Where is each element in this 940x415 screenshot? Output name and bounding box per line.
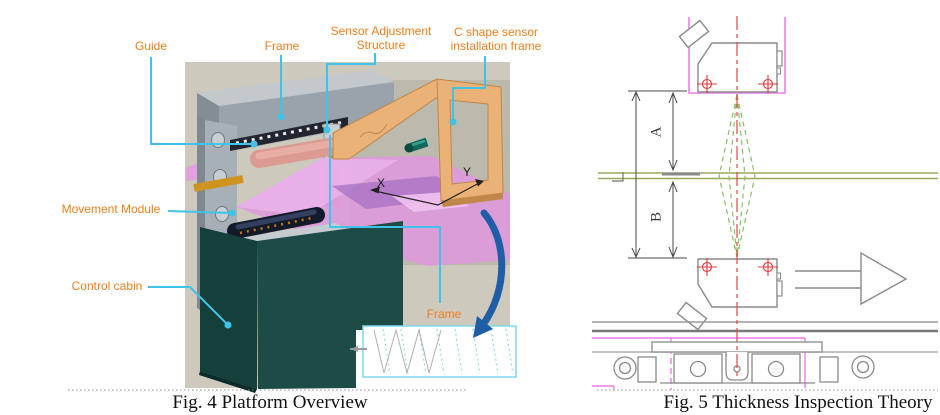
x-axis-label: X [376, 176, 386, 190]
label-frame-top: Frame [264, 38, 300, 53]
label-frame-bottom: Frame [426, 306, 462, 321]
figure4-caption: Fig. 4 Platform Overview [172, 392, 368, 413]
label-guide: Guide [134, 38, 168, 53]
label-movement-module: Movement Module [61, 201, 161, 216]
dimension-a-label: A [648, 126, 665, 138]
label-c-shape-sensor-frame: C shape sensor installation frame [450, 24, 542, 53]
label-sensor-adjustment-structure: Sensor Adjustment Structure [330, 23, 432, 52]
y-axis-label: Y [462, 165, 472, 179]
leader-lines [148, 53, 486, 324]
figure5-caption: Fig. 5 Thickness Inspection Theory [663, 392, 933, 413]
rotation-arrow [478, 209, 506, 330]
label-control-cabin: Control cabin [71, 278, 143, 293]
dimension-b-label: B [648, 211, 665, 223]
platform-overview-drawing [148, 53, 517, 393]
thickness-theory-drawing [592, 16, 938, 390]
